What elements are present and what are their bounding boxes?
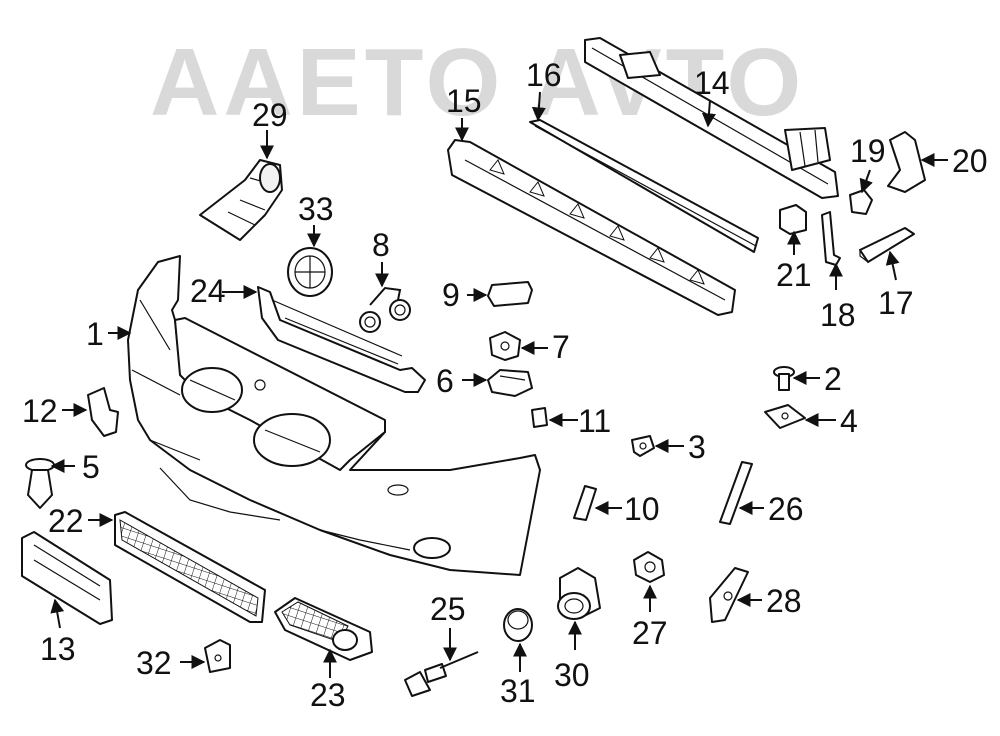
part-11-nut: [531, 407, 548, 428]
callout-24: 24: [190, 273, 226, 309]
part-3-bracket: [631, 435, 655, 457]
part-22-lower-grille: [114, 511, 266, 623]
callout-32: 32: [136, 645, 172, 681]
callout-14: 14: [694, 65, 730, 101]
callout-21: 21: [776, 257, 812, 293]
callout-16: 16: [526, 57, 562, 93]
callout-20: 20: [952, 143, 988, 179]
callout-12: 12: [22, 393, 58, 429]
part-18-support: [821, 211, 841, 266]
part-15-energy-absorber: [447, 139, 736, 316]
part-5-push-clip: [25, 458, 55, 509]
callout-6: 6: [436, 363, 454, 399]
part-1-bumper-cover: [127, 255, 541, 576]
part-20-mount: [887, 131, 926, 193]
part-21-bracket: [779, 204, 807, 235]
callout-25: 25: [430, 591, 466, 627]
callout-4: 4: [840, 403, 858, 439]
callout-17: 17: [878, 285, 914, 321]
part-28-holder: [709, 567, 749, 623]
callout-28: 28: [766, 583, 802, 619]
callout-29: 29: [252, 97, 288, 133]
part-9-washer-cap: [487, 281, 533, 307]
callout-5: 5: [82, 449, 100, 485]
callout-30: 30: [554, 657, 590, 693]
part-4-clip-nut: [764, 404, 806, 429]
callout-11: 11: [578, 403, 611, 439]
part-6-bracket: [487, 369, 533, 397]
callout-18: 18: [820, 297, 856, 333]
callout-9: 9: [442, 277, 460, 313]
callout-31: 31: [500, 673, 536, 709]
part-19-bracket: [849, 189, 873, 215]
callout-23: 23: [310, 677, 346, 713]
part-7-bracket: [489, 331, 521, 361]
part-25-sensor: [404, 651, 479, 697]
callout-22: 22: [48, 503, 84, 539]
callout-labels: 29 33 8 9 7 6 11 3 10 26 28 27 30 31 25 …: [22, 57, 988, 713]
callout-26: 26: [768, 491, 804, 527]
part-10-clip: [573, 485, 597, 521]
part-13-license-bracket: [21, 531, 113, 625]
part-23-fog-grille: [274, 597, 373, 661]
callout-13: 13: [40, 631, 76, 667]
callout-7: 7: [552, 329, 570, 365]
part-27-sensor: [633, 551, 665, 583]
callout-19: 19: [850, 133, 886, 169]
part-31-cap: [503, 608, 533, 642]
callout-8: 8: [372, 227, 390, 263]
part-17-pad: [859, 227, 915, 263]
part-29-air-duct: [199, 159, 283, 241]
part-26-trim-strip: [719, 461, 753, 525]
part-32-small-bracket: [204, 639, 231, 673]
callout-27: 27: [632, 615, 668, 651]
callout-10: 10: [624, 491, 660, 527]
callout-3: 3: [688, 429, 706, 465]
part-2-bolt: [773, 366, 795, 391]
callout-2: 2: [824, 361, 842, 397]
part-33-emblem: [287, 247, 333, 297]
part-12-side-bracket: [87, 387, 119, 437]
callout-15: 15: [446, 83, 482, 119]
part-8-sensor-bracket: [359, 286, 411, 333]
part-30-park-sensor: [557, 567, 601, 620]
callout-1: 1: [86, 316, 104, 352]
callout-33: 33: [298, 191, 334, 227]
part-24-upper-trim: [257, 286, 426, 393]
leader-lines: [50, 91, 948, 678]
